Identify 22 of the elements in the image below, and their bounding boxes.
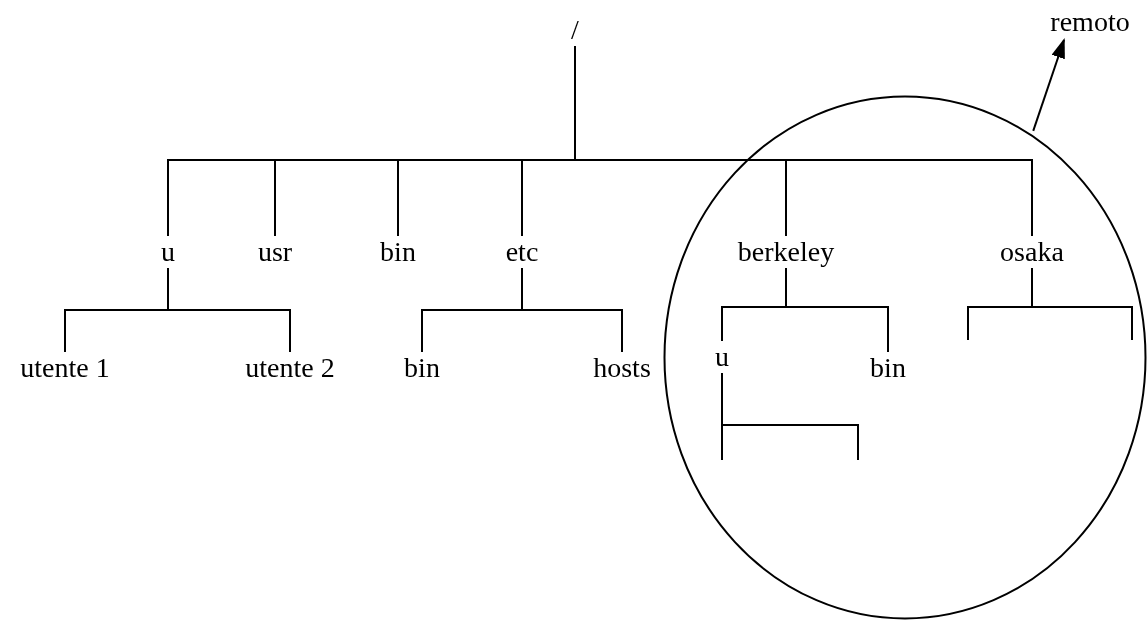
tree-branch-line — [574, 45, 1033, 237]
directory-label: u — [715, 341, 729, 373]
tree-branch-line — [721, 372, 859, 461]
directory-label: bin — [404, 352, 440, 384]
directory-label: / — [571, 14, 579, 46]
tree-branch-line — [1031, 267, 1133, 341]
arrow — [1032, 38, 1065, 132]
directory-label: utente 2 — [245, 352, 335, 384]
directory-label: osaka — [1000, 236, 1064, 268]
directory-label: utente 1 — [20, 352, 110, 384]
tree-branch-line — [521, 267, 623, 353]
tree-branch-line — [785, 267, 889, 353]
directory-label: etc — [505, 236, 539, 268]
ellipse-outline — [663, 95, 1147, 620]
directory-label: berkeley — [737, 236, 835, 268]
directory-label: bin — [870, 352, 906, 384]
directory-label: u — [161, 236, 175, 268]
directory-label: usr — [257, 236, 293, 268]
directory-label: remoto — [1050, 6, 1130, 38]
tree-branch-line — [167, 267, 291, 353]
directory-label: hosts — [593, 352, 651, 384]
directory-label: bin — [380, 236, 416, 268]
